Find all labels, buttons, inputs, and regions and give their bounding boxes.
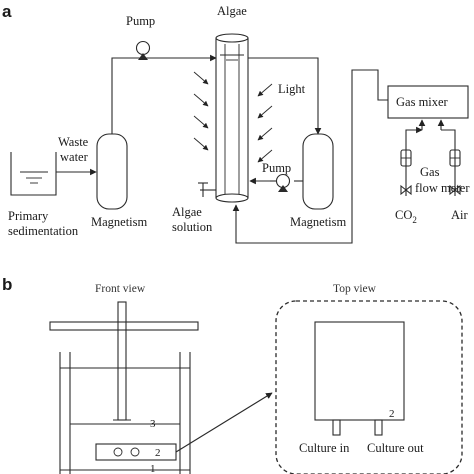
panel-label-b: b: [2, 275, 12, 294]
pipe-to-top-pump: [111, 57, 137, 134]
magnetism-right-label: Magnetism: [290, 215, 347, 229]
primary-sedimentation-tank: [10, 152, 57, 196]
culture-out-label: Culture out: [367, 441, 424, 455]
culture-vessel-top: [314, 321, 405, 421]
algae-label: Algae: [217, 4, 247, 18]
front-view-label: Front view: [95, 283, 146, 295]
flow-meter-co2-icon: [400, 149, 412, 167]
panel-label-a: a: [2, 2, 12, 21]
front-view-apparatus: [49, 301, 199, 474]
waste-water-label-2: water: [60, 150, 89, 164]
pump-top-icon: [130, 40, 156, 60]
magnetism-vessel-right: [302, 133, 334, 210]
gas-label: Gas: [420, 165, 440, 179]
light-arrows-right: [257, 83, 273, 163]
pipe-air-line: [441, 129, 456, 196]
gas-mixer-label: Gas mixer: [396, 95, 449, 109]
culture-in-port: [332, 419, 341, 436]
top-view-label-2: 2: [389, 408, 395, 420]
flow-meter-air-icon: [449, 149, 461, 167]
valve-co2-icon: [400, 184, 412, 196]
arrow-to-top-view: [175, 392, 273, 453]
pipe-column-to-right-vessel: [248, 57, 322, 135]
top-view-label: Top view: [333, 283, 377, 295]
pump-top-label: Pump: [126, 14, 155, 28]
culture-out-port: [374, 419, 383, 436]
top-view-frame: [275, 300, 463, 474]
magnetism-vessel-left: [96, 133, 128, 210]
air-label: Air: [451, 208, 469, 222]
pump-bottom-label: Pump: [262, 161, 291, 175]
light-arrows-left: [193, 71, 209, 151]
gas-mixer-box: [387, 85, 469, 119]
light-label: Light: [278, 82, 306, 96]
waste-water-label-1: Waste: [58, 135, 89, 149]
pump-bottom-icon: [270, 173, 291, 192]
front-view-label-1: 1: [150, 463, 156, 474]
algae-solution-valve: [198, 182, 216, 197]
co2-subscript: 2: [412, 215, 417, 225]
pipe-gas-return: [232, 204, 353, 244]
algae-solution-label-2: solution: [172, 220, 213, 234]
front-view-label-2: 2: [155, 447, 161, 459]
co2-label: CO2: [395, 208, 417, 225]
algae-solution-label-1: Algae: [172, 205, 202, 219]
flow-meter-label: flow meter: [415, 181, 470, 195]
front-view-label-3: 3: [150, 418, 156, 430]
pipe-gas-mixer-outlet: [351, 69, 388, 232]
primary-sedimentation-label-1: Primary: [8, 209, 49, 223]
primary-sedimentation-label-2: sedimentation: [8, 224, 79, 238]
valve-air-icon: [449, 184, 461, 196]
pipe-co2-line: [405, 126, 423, 196]
algae-column: [215, 33, 249, 203]
culture-in-label: Culture in: [299, 441, 350, 455]
magnetism-left-label: Magnetism: [91, 215, 148, 229]
